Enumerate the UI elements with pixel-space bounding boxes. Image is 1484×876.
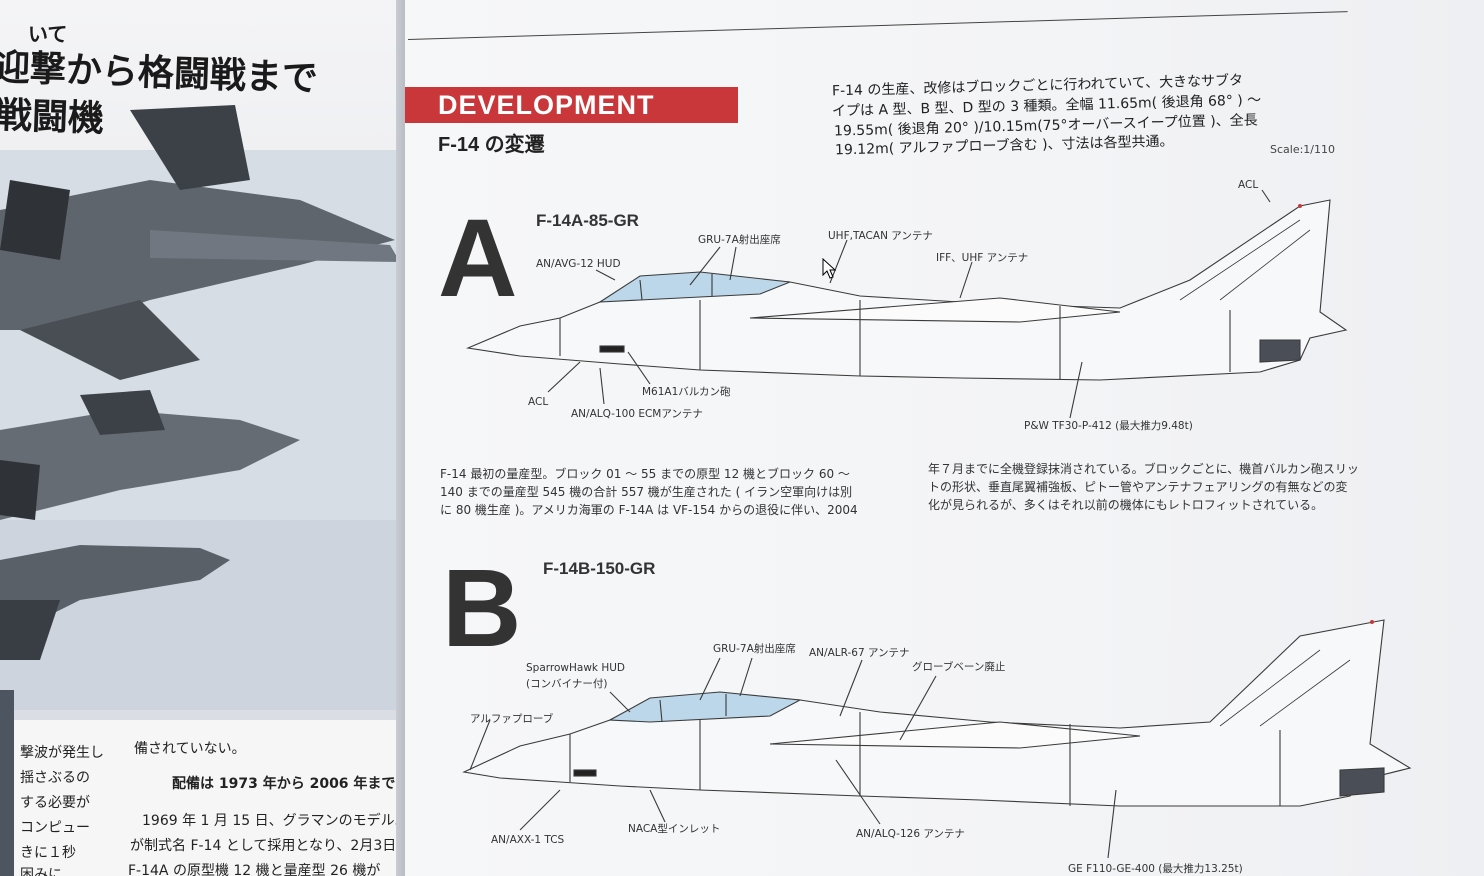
section-subtitle: F-14 の変遷 [438, 134, 545, 156]
label-b-alr: AN/ALR-67 アンテナ [809, 647, 910, 659]
body-text-line: 1969 年 1 月 15 日、グラマンのモデル303 [142, 813, 408, 829]
label-b-hud: SparrowHawk HUD [526, 662, 625, 674]
body-text-col1-line: 撃波が発生し [20, 745, 104, 761]
label-b-alq: AN/ALQ-126 アンテナ [856, 828, 965, 840]
body-text-col1-line: 困みに [20, 867, 62, 876]
label-b-axx: AN/AXX-1 TCS [491, 834, 565, 846]
desc-a-left-line: F-14 最初の量産型。ブロック 01 ～ 55 までの原型 12 機とブロック… [440, 467, 850, 481]
label-a-iff: IFF、UHF アンテナ [936, 252, 1029, 264]
variant-a-letter: A [438, 197, 518, 320]
label-a-gru: GRU-7A射出座席 [698, 234, 781, 246]
aircraft-a-outline [466, 199, 1348, 381]
label-b-engine: GE F110-GE-400 (最大推力13.25t) [1068, 863, 1243, 875]
fighter-photo [0, 105, 408, 876]
variant-a-name: F-14A-85-GR [536, 211, 639, 230]
desc-a-right-line: トの形状、垂直尾翼補強板、ピトー管やアンテナフェアリングの有無などの変 [928, 480, 1348, 494]
scale-label: Scale:1/110 [1270, 143, 1336, 156]
body-text-line: が制式名 F-14 として採用となり、2月3日 [130, 838, 397, 854]
desc-a-left-line: に 80 機生産 )。アメリカ海軍の F-14A は VF-154 からの退役に… [440, 503, 858, 517]
variant-b-name: F-14B-150-GR [543, 559, 656, 578]
body-text-line: 備されていない。 [134, 741, 246, 757]
variant-b-letter: B [442, 547, 522, 670]
label-b-alpha: アルファプローブ [470, 713, 554, 725]
label-b-hud-sub: (コンバイナー付) [526, 678, 608, 690]
body-text-col1-line: 揺さぶるの [20, 770, 90, 786]
body-subhead: 配備は 1973 年から 2006 年まで [172, 776, 396, 792]
aircraft-b-outline [462, 619, 1412, 807]
label-b-glove: グローブベーン廃止 [912, 661, 1006, 673]
desc-a-right-line: 年７月までに全機登録抹消されている。ブロックごとに、機首バルカン砲スリッ [928, 462, 1359, 476]
aircraft-b-canopy [608, 691, 802, 723]
body-text-col1-line: する必要が [20, 795, 90, 811]
desc-a-left-line: 140 までの量産型 545 機の合計 557 機が生産された ( イラン空軍向… [440, 485, 853, 499]
label-a-acl-nose: ACL [528, 396, 549, 408]
label-a-m61: M61A1バルカン砲 [642, 386, 731, 398]
body-text-line: F-14A の原型機 12 機と量産型 26 機が [128, 863, 381, 876]
body-text-col1-line: コンピュー [20, 820, 90, 836]
label-a-uhf: UHF,TACAN アンテナ [828, 230, 933, 242]
label-a-hud: AN/AVG-12 HUD [536, 258, 621, 270]
body-text-col1-line: きに１秒 [20, 845, 76, 861]
desc-a-right-line: 化が見られるが、多くはそれ以前の機体にもレトロフィットされている。 [928, 498, 1324, 512]
label-a-ecm: AN/ALQ-100 ECMアンテナ [571, 408, 703, 420]
aircraft-a-canopy [597, 271, 791, 303]
label-a-acl-tail: ACL [1238, 179, 1259, 191]
label-a-engine: P&W TF30-P-412 (最大推力9.48t) [1024, 420, 1193, 432]
section-tag: DEVELOPMENT [405, 87, 738, 123]
headline-line-1: いて [28, 22, 68, 46]
mouse-pointer-icon [822, 258, 837, 279]
left-page: いて 迎撃から格闘戦まで 戦闘機 撃波が発生し 揺さぶるの する必要が コンピュ… [0, 0, 408, 876]
label-b-naca: NACA型インレット [628, 823, 721, 835]
label-b-gru: GRU-7A射出座席 [713, 643, 796, 655]
